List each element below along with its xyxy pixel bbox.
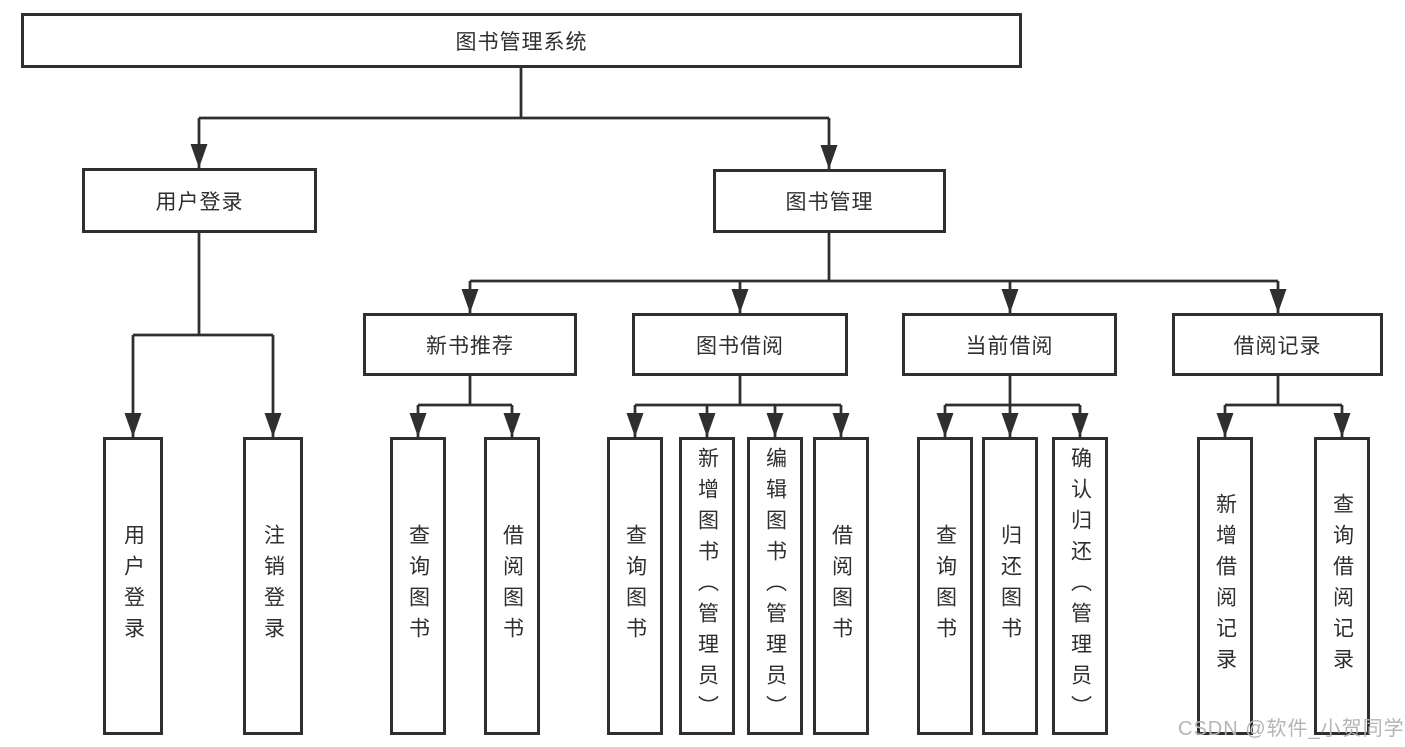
leaf-borrow-borrow-books: 借阅图书	[813, 437, 869, 735]
leaf-borrow-edit-books-admin: 编辑图书（管理员）	[747, 437, 803, 735]
leaf-records-query-record: 查询借阅记录	[1314, 437, 1370, 735]
node-current-borrowing: 当前借阅	[902, 313, 1117, 376]
node-new-book-recommend: 新书推荐	[363, 313, 577, 376]
leaf-records-add-record: 新增借阅记录	[1197, 437, 1253, 735]
node-book-management: 图书管理	[713, 169, 946, 233]
leaf-current-query-books: 查询图书	[917, 437, 973, 735]
node-borrowing-records: 借阅记录	[1172, 313, 1383, 376]
leaf-user-login: 用户登录	[103, 437, 163, 735]
node-user-login: 用户登录	[82, 168, 317, 233]
leaf-current-confirm-return-admin: 确认归还（管理员）	[1052, 437, 1108, 735]
leaf-recommend-query-books: 查询图书	[390, 437, 446, 735]
node-library-management-system: 图书管理系统	[21, 13, 1022, 68]
leaf-borrow-add-books-admin: 新增图书（管理员）	[679, 437, 735, 735]
leaf-logout: 注销登录	[243, 437, 303, 735]
leaf-recommend-borrow-books: 借阅图书	[484, 437, 540, 735]
csdn-watermark: CSDN @软件_小贺同学	[1178, 718, 1405, 740]
node-book-borrowing: 图书借阅	[632, 313, 848, 376]
leaf-current-return-books: 归还图书	[982, 437, 1038, 735]
leaf-borrow-query-books: 查询图书	[607, 437, 663, 735]
